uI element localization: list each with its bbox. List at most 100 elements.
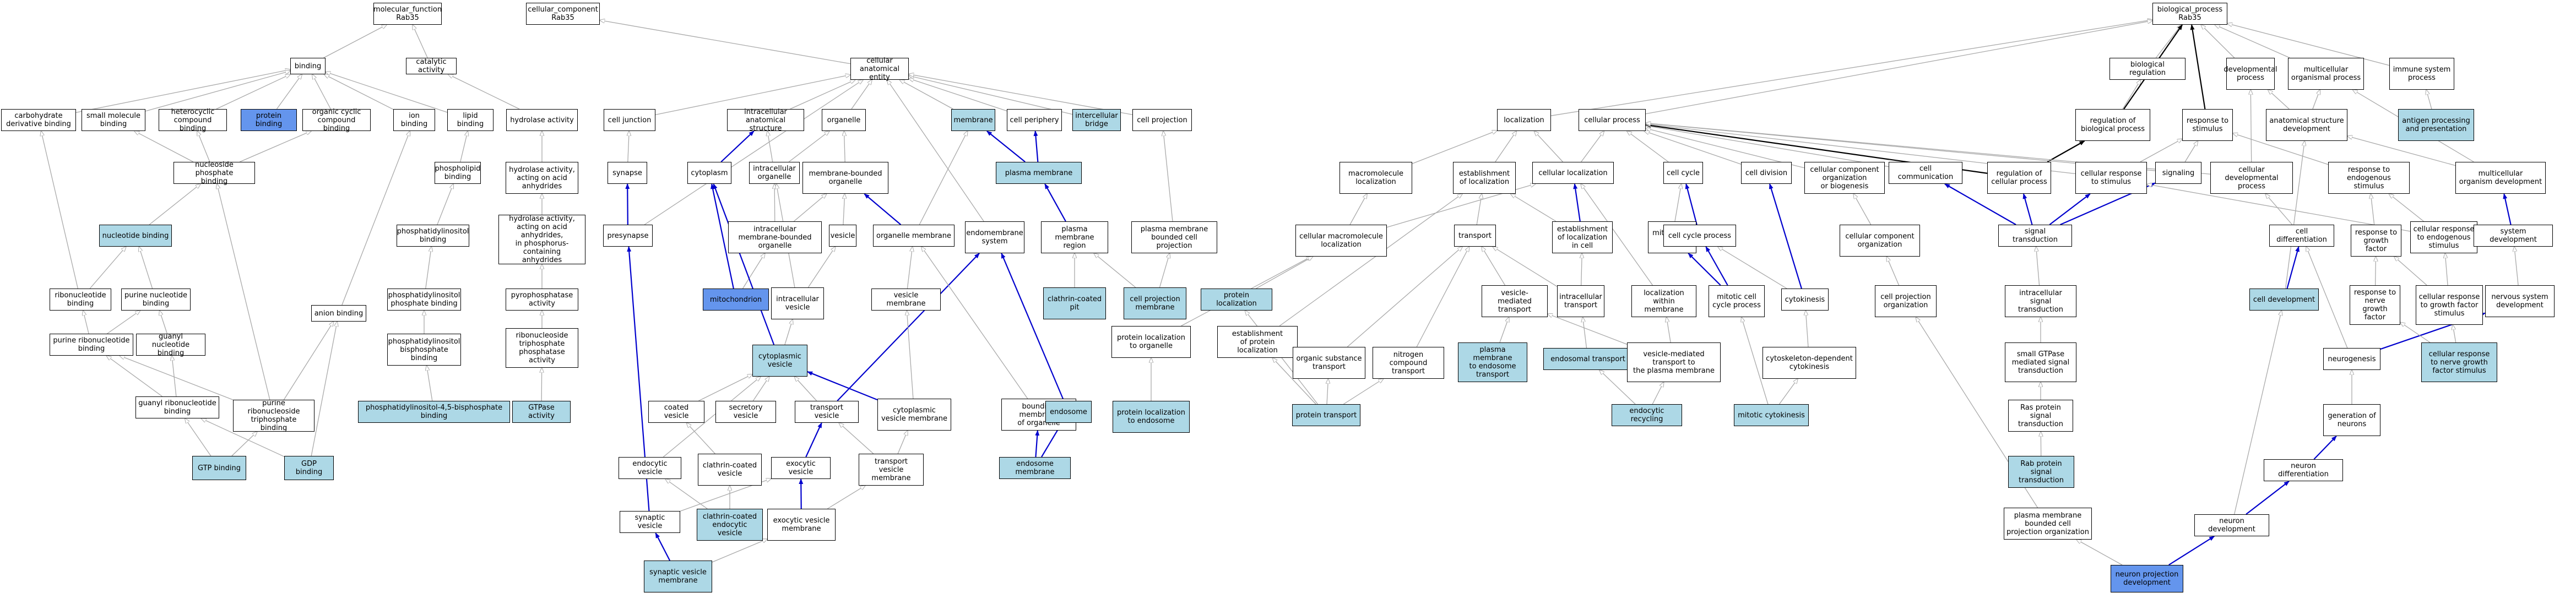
go-term-cellperiph[interactable]: cell periphery xyxy=(1007,109,1062,131)
go-term-intraanat[interactable]: intracellular anatomical structure xyxy=(727,108,804,133)
go-term-gdp[interactable]: GDP binding xyxy=(284,456,334,480)
go-term-cellcomm[interactable]: cell communication xyxy=(1889,162,1962,184)
go-term-cellprojorg[interactable]: cell projection organization xyxy=(1875,285,1937,317)
go-term-genneur[interactable]: generation of neurons xyxy=(2323,404,2380,436)
go-term-cytoplasm[interactable]: cytoplasm xyxy=(687,162,731,184)
go-term-cellrespnerve[interactable]: cellular response to nerve growth factor… xyxy=(2421,342,2497,382)
go-term-synapse[interactable]: synapse xyxy=(608,162,647,184)
go-term-nervsys[interactable]: nervous system development xyxy=(2485,285,2555,317)
go-term-cae[interactable]: cellular anatomical entity xyxy=(850,57,909,81)
go-term-pyrophos[interactable]: pyrophosphatase activity xyxy=(506,289,578,311)
go-term-exocyticves[interactable]: exocytic vesicle xyxy=(771,457,831,479)
go-term-intravesicle[interactable]: intracellular vesicle xyxy=(771,287,824,319)
go-term-catalytic[interactable]: catalytic activity xyxy=(406,58,457,74)
go-term-cellloc[interactable]: cellular localization xyxy=(1532,162,1614,184)
go-term-synvesmemb[interactable]: synaptic vesicle membrane xyxy=(644,561,712,592)
go-term-sysdev[interactable]: system development xyxy=(2474,225,2553,247)
go-term-clathrinpit[interactable]: clathrin-coated pit xyxy=(1043,287,1106,319)
go-term-ccorg[interactable]: cellular component organization or bioge… xyxy=(1804,162,1885,194)
go-term-cccorg[interactable]: cellular component organization xyxy=(1840,225,1920,257)
go-term-guanylnuc[interactable]: guanyl nucleotide binding xyxy=(136,333,205,357)
go-term-respendo[interactable]: response to endogenous stimulus xyxy=(2328,162,2410,194)
go-term-estcellloc[interactable]: establishment of localization in cell xyxy=(1552,221,1613,253)
go-term-ntp[interactable]: ribonucleoside triphosphate phosphatase … xyxy=(506,328,578,368)
go-term-plasmamemb[interactable]: plasma membrane xyxy=(996,162,1082,184)
go-term-secretoryves[interactable]: secretory vesicle xyxy=(715,401,776,423)
go-term-locmemb[interactable]: localization within membrane xyxy=(1631,285,1696,317)
go-term-transport[interactable]: transport xyxy=(1454,225,1496,247)
go-term-ptdinsbis[interactable]: phosphatidylinositol bisphosphate bindin… xyxy=(387,334,461,366)
go-term-cellrespgrowth[interactable]: cellular response to growth factor stimu… xyxy=(2416,285,2483,325)
go-term-organcyc[interactable]: organic cyclic compound binding xyxy=(302,108,371,133)
go-term-endocyticves[interactable]: endocytic vesicle xyxy=(619,457,681,479)
go-term-binding[interactable]: binding xyxy=(290,58,326,74)
go-term-rab[interactable]: Rab protein signal transduction xyxy=(2008,456,2074,488)
go-term-cellcycle[interactable]: cell cycle xyxy=(1663,162,1703,184)
go-term-regcell[interactable]: regulation of cellular process xyxy=(1987,162,2051,194)
go-term-vesmedtrans[interactable]: vesicle-mediated transport xyxy=(1482,285,1548,317)
go-term-neurdiff[interactable]: neuron differentiation xyxy=(2264,459,2343,481)
go-term-multiorg[interactable]: multicellular organismal process xyxy=(2288,58,2364,90)
go-term-protloc[interactable]: protein localization xyxy=(1201,289,1272,311)
go-term-macroloc[interactable]: macromolecule localization xyxy=(1339,162,1412,194)
go-term-respstim[interactable]: response to stimulus xyxy=(2182,109,2233,141)
go-term-membrane[interactable]: membrane xyxy=(951,109,995,131)
go-term-regbio[interactable]: regulation of biological process xyxy=(2075,109,2150,141)
go-term-gtpase[interactable]: GTPase activity xyxy=(512,401,571,423)
go-term-pmboundproj[interactable]: plasma membrane bounded cell projection xyxy=(1131,221,1217,253)
go-term-cellcycleproc[interactable]: cell cycle process xyxy=(1663,225,1736,247)
go-term-transportves[interactable]: transport vesicle xyxy=(795,401,859,423)
go-term-neurdev[interactable]: neuron development xyxy=(2194,514,2269,536)
go-term-presynapse[interactable]: presynapse xyxy=(603,225,653,247)
go-term-transvesmemb[interactable]: transport vesicle membrane xyxy=(859,454,924,486)
go-term-cytoskel[interactable]: cytoskeleton-dependent cytokinesis xyxy=(1762,347,1856,379)
go-term-antigen[interactable]: antigen processing and presentation xyxy=(2398,109,2474,141)
go-term-anatdev[interactable]: anatomical structure development xyxy=(2266,109,2347,141)
go-term-gtp[interactable]: GTP binding xyxy=(192,456,246,480)
go-term-bioreg[interactable]: biological regulation xyxy=(2109,58,2185,80)
go-term-mitoticcc[interactable]: mitotic cell cycle process xyxy=(1709,285,1765,317)
go-term-respnerve[interactable]: response to nerve growth factor xyxy=(2350,285,2400,325)
go-term-clathrinendo[interactable]: clathrin-coated endocytic vesicle xyxy=(697,509,763,541)
go-term-mito[interactable]: mitochondrion xyxy=(703,289,769,311)
go-term-lipidbind[interactable]: lipid binding xyxy=(447,109,493,131)
go-term-ntphos[interactable]: nucleoside phosphate binding xyxy=(173,161,255,186)
go-term-intercellbridge[interactable]: intercellular bridge xyxy=(1072,109,1121,131)
go-term-protbind[interactable]: protein binding xyxy=(241,109,297,131)
go-term-phospholipid[interactable]: phospholipid binding xyxy=(435,162,481,184)
go-term-nucleotide[interactable]: nucleotide binding xyxy=(99,225,172,247)
go-term-neurproj[interactable]: neuron projection development xyxy=(2111,565,2183,592)
go-term-clathrinves[interactable]: clathrin-coated vesicle xyxy=(698,454,762,486)
go-term-purinenuc[interactable]: purine nucleotide binding xyxy=(121,289,191,311)
go-term-intratrans[interactable]: intracellular transport xyxy=(1557,285,1604,317)
go-term-vesmedpm[interactable]: vesicle-mediated transport to the plasma… xyxy=(1627,342,1721,382)
go-term-devproc[interactable]: developmental process xyxy=(2224,58,2277,90)
go-term-cellproj[interactable]: cell projection xyxy=(1132,109,1192,131)
go-term-synapticves[interactable]: synaptic vesicle xyxy=(620,511,680,533)
go-term-endosomememb[interactable]: endosome membrane xyxy=(999,457,1071,479)
go-term-estprotloc[interactable]: establishment of protein localization xyxy=(1217,326,1298,358)
go-term-mf[interactable]: molecular_function Rab35 xyxy=(373,3,442,25)
go-term-endosome[interactable]: endosome xyxy=(1045,401,1092,423)
go-term-bp[interactable]: biological_process Rab35 xyxy=(2152,3,2227,25)
go-term-signaling[interactable]: signaling xyxy=(2155,162,2201,184)
go-term-purineribo[interactable]: purine ribonucleotide binding xyxy=(50,334,133,356)
go-term-cytokinesis[interactable]: cytokinesis xyxy=(1781,289,1829,311)
go-term-protlocorg[interactable]: protein localization to organelle xyxy=(1111,326,1191,358)
go-term-cellprojmemb[interactable]: cell projection membrane xyxy=(1124,287,1186,319)
go-term-carb[interactable]: carbohydrate derivative binding xyxy=(1,109,76,131)
go-term-guanylribo[interactable]: guanyl ribonucleotide binding xyxy=(135,396,219,418)
go-term-hetero[interactable]: heterocyclic compound binding xyxy=(159,108,227,133)
go-term-pmregion[interactable]: plasma membrane region xyxy=(1041,221,1108,253)
go-term-intramembbound[interactable]: intracellular membrane-bounded organelle xyxy=(728,221,822,253)
go-term-cytovesmemb[interactable]: cytoplasmic vesicle membrane xyxy=(877,399,951,431)
go-term-celldevproc[interactable]: cellular developmental process xyxy=(2210,162,2293,194)
go-term-celldiv[interactable]: cell division xyxy=(1741,162,1792,184)
go-term-pip2[interactable]: phosphatidylinositol-4,5-bisphosphate bi… xyxy=(358,401,510,423)
go-term-neurogenesis[interactable]: neurogenesis xyxy=(2323,348,2380,370)
go-term-ptdins[interactable]: phosphatidylinositol binding xyxy=(397,225,469,247)
go-term-purinentp[interactable]: purine ribonucleoside triphosphate bindi… xyxy=(233,399,314,432)
go-term-exovesmemb[interactable]: exocytic vesicle membrane xyxy=(767,509,836,541)
go-term-localization[interactable]: localization xyxy=(1497,109,1551,131)
go-term-hydrolase[interactable]: hydrolase activity xyxy=(506,109,578,131)
